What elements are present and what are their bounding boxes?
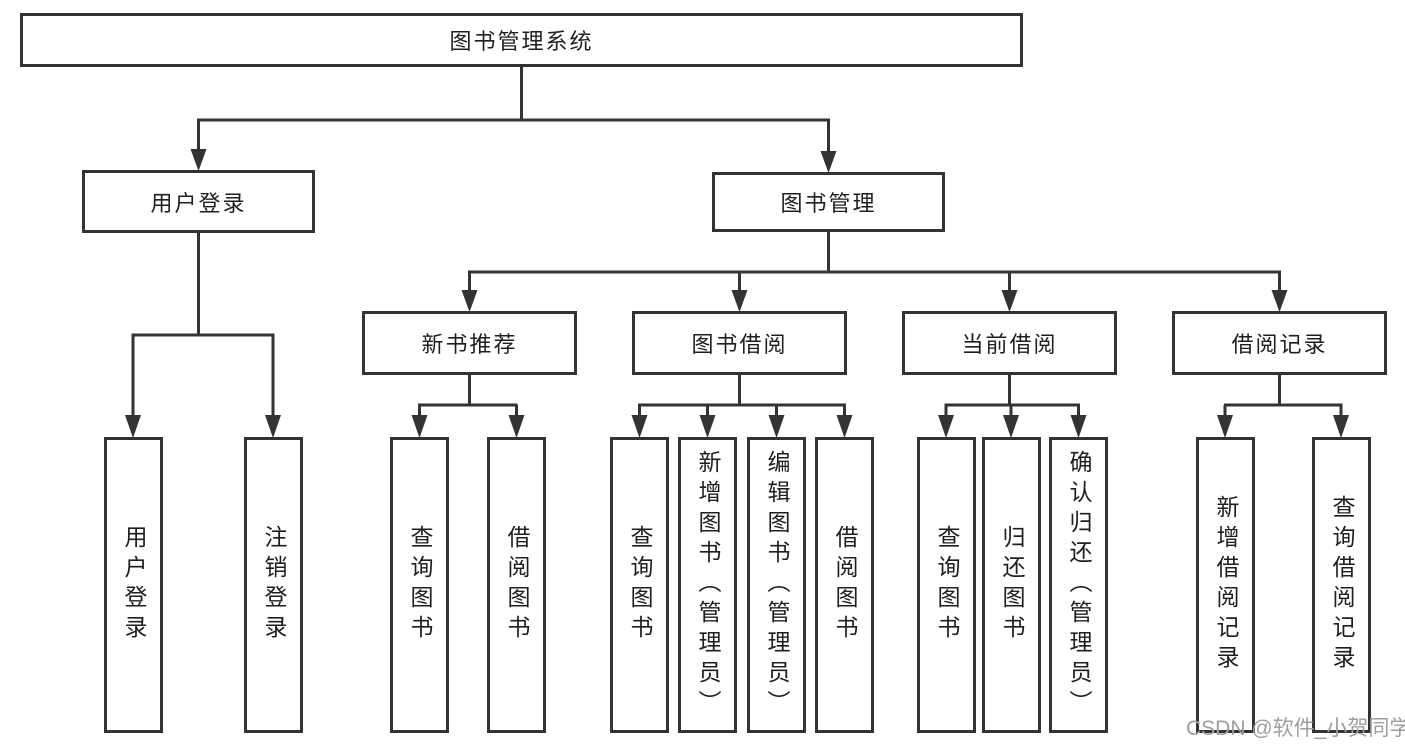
leaf-label: 查询借阅记录 — [1329, 495, 1355, 675]
leaf-borrow-books: 借阅图书 — [815, 437, 874, 733]
leaf-label: 新增借阅记录 — [1213, 495, 1239, 675]
leaf-user-login: 用户登录 — [104, 437, 163, 733]
leaf-label: 确认归还（管理员） — [1066, 450, 1092, 720]
leaf-query-borrow-record: 查询借阅记录 — [1312, 437, 1371, 733]
node-label: 图书管理 — [780, 191, 877, 216]
leaf-add-books-admin: 新增图书（管理员） — [678, 437, 737, 733]
node-label: 图书管理系统 — [449, 29, 594, 54]
node-user-login: 用户登录 — [82, 170, 315, 233]
node-label: 当前借阅 — [961, 332, 1058, 357]
node-library-management-system: 图书管理系统 — [20, 13, 1023, 67]
leaf-query-books-recommend: 查询图书 — [390, 437, 449, 733]
leaf-edit-books-admin: 编辑图书（管理员） — [747, 437, 806, 733]
leaf-label: 查询图书 — [934, 525, 960, 645]
leaf-label: 编辑图书（管理员） — [764, 450, 790, 720]
node-label: 用户登录 — [150, 190, 247, 216]
leaf-label: 用户登录 — [121, 525, 147, 645]
arrowheads — [125, 149, 1349, 438]
leaf-label: 新增图书（管理员） — [695, 450, 721, 720]
node-current-borrowing: 当前借阅 — [902, 311, 1117, 375]
leaf-return-books: 归还图书 — [982, 437, 1041, 733]
leaf-query-books-borrow: 查询图书 — [610, 437, 669, 733]
node-new-book-recommendation: 新书推荐 — [362, 311, 577, 375]
csdn-watermark: CSDN @软件_小贺同学 — [1186, 717, 1405, 740]
leaf-label: 查询图书 — [407, 525, 433, 645]
node-label: 新书推荐 — [421, 332, 518, 357]
node-book-borrowing: 图书借阅 — [632, 311, 847, 375]
node-book-management: 图书管理 — [712, 172, 945, 232]
leaf-add-borrow-record: 新增借阅记录 — [1196, 437, 1255, 733]
leaf-label: 查询图书 — [627, 525, 653, 645]
leaf-label: 注销登录 — [261, 525, 287, 645]
node-borrowing-records: 借阅记录 — [1172, 311, 1387, 375]
leaf-borrow-books-recommend: 借阅图书 — [487, 437, 546, 733]
leaf-label: 借阅图书 — [832, 525, 858, 645]
leaf-label: 借阅图书 — [504, 525, 530, 645]
leaf-confirm-return-admin: 确认归还（管理员） — [1049, 437, 1108, 733]
leaf-label: 归还图书 — [999, 525, 1025, 645]
leaf-query-books-current: 查询图书 — [917, 437, 976, 733]
node-label: 图书借阅 — [691, 332, 788, 357]
leaf-logout: 注销登录 — [244, 437, 303, 733]
node-label: 借阅记录 — [1231, 332, 1328, 357]
